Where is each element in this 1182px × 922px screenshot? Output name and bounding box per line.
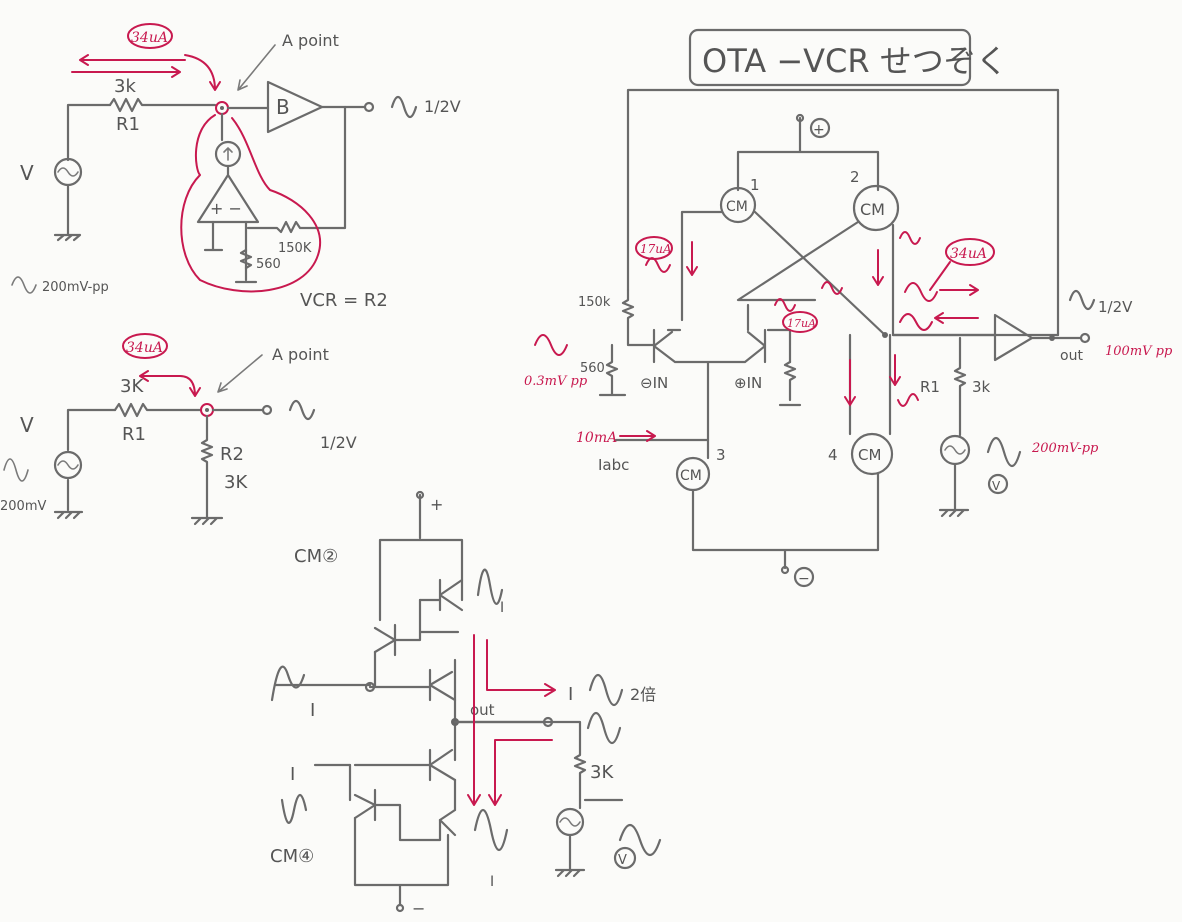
a-point-label-2: A point: [272, 345, 329, 364]
cm-block-1: [719, 186, 757, 224]
minus-in-label: ⊖IN: [640, 374, 668, 392]
minus-supply-bottom: −: [412, 899, 425, 918]
source-level-2: 200mV: [0, 499, 46, 514]
r2-name: R2: [220, 444, 244, 465]
output-half-label: 1/2V: [424, 97, 461, 116]
vcr-label: VCR = R2: [300, 290, 388, 311]
cm1-label: CM: [726, 199, 748, 215]
ac-source-icon-2: [53, 450, 83, 480]
minus-supply: −: [798, 571, 810, 587]
cm-block-4: [850, 432, 894, 476]
a-point-label: A point: [282, 31, 339, 50]
current-34: 34uA: [950, 246, 987, 262]
current-17a: 17uA: [640, 242, 672, 256]
r1-value-right: 3k: [972, 378, 991, 396]
buffer-label: B: [276, 95, 290, 119]
iabc-current: 10mA: [576, 430, 617, 446]
cm-block-2: [852, 184, 900, 232]
input-current-label-3: I: [490, 874, 494, 890]
mid-left-circuit: V 200mV 3K R1 1/2V R2 3K 34uA A point: [0, 333, 357, 526]
output-half-label-2: 1/2V: [320, 433, 357, 452]
cm4-label: CM④: [270, 846, 314, 867]
r150k-label: 150k: [578, 295, 611, 310]
bias-resistor-value: 560: [256, 257, 281, 272]
in-level: 0.3mV pp: [524, 374, 588, 389]
top-left-circuit: V 3k R1 B 1/2V 150K + − 560 VCR = R2 3: [11, 23, 461, 311]
cm3-label: CM: [680, 468, 702, 484]
r1-value: 3k: [114, 76, 136, 97]
iabc-label: Iabc: [598, 456, 629, 474]
ota-vcr-circuit: OTA −VCR せつぞく + CM 1 CM 2 CM 3 CM 4 − 15…: [524, 28, 1173, 588]
resistor-3k-bottom: 3K: [590, 762, 614, 783]
input-current-label-4: I: [500, 600, 504, 616]
feedback-resistor-value: 150K: [278, 241, 312, 256]
cm2-label-right: CM: [860, 200, 885, 219]
r1-value-2: 3K: [120, 376, 144, 397]
current-label: 34uA: [131, 30, 168, 46]
cm2-label: CM②: [294, 546, 338, 567]
out-level: 100mV pp: [1105, 344, 1173, 359]
plus-in-label: ⊕IN: [734, 374, 762, 392]
cm-number-1: 1: [750, 176, 760, 194]
r1-name-2: R1: [122, 424, 146, 445]
current-label-2: 34uA: [126, 340, 163, 356]
current-17b: 17uA: [787, 317, 816, 330]
cm-number-2: 2: [850, 168, 860, 186]
title-box: [688, 28, 972, 87]
output-half-right: 1/2V: [1098, 298, 1133, 316]
r1-name-right: R1: [920, 378, 940, 396]
cm4-label-right: CM: [858, 446, 881, 464]
r2-value: 3K: [224, 472, 248, 493]
input-level: 200mV-pp: [42, 280, 109, 295]
out-label-bottom: out: [470, 701, 495, 719]
page-title: OTA −VCR せつぞく: [702, 42, 1008, 80]
source-label: V: [20, 161, 34, 185]
buffer-icon: [266, 80, 324, 134]
cm-number-4: 4: [828, 446, 838, 464]
cm-number-3: 3: [716, 446, 726, 464]
r1-name: R1: [116, 114, 140, 135]
input-current-label: I: [310, 700, 315, 721]
src-level-right: 200mV-pp: [1031, 441, 1099, 456]
source-label-2: V: [20, 413, 34, 437]
input-current-label-2: I: [290, 764, 295, 785]
output-current-label: I: [568, 684, 573, 705]
source-symbol-bottom: V: [618, 853, 627, 868]
r560-label: 560: [580, 361, 605, 376]
plus-supply-bottom: +: [430, 495, 443, 514]
out-label-right: out: [1060, 348, 1083, 364]
ota-icon: [196, 164, 260, 224]
svg-text:+ −: + −: [210, 199, 242, 218]
current-mirror-circuit: + CM② I out 3K V I − CM④ I I: [270, 490, 662, 918]
src-symbol-right: V: [992, 479, 1001, 493]
output-multiplier: 2倍: [630, 685, 656, 704]
plus-supply: +: [813, 122, 825, 138]
ac-source-icon: [53, 157, 83, 187]
